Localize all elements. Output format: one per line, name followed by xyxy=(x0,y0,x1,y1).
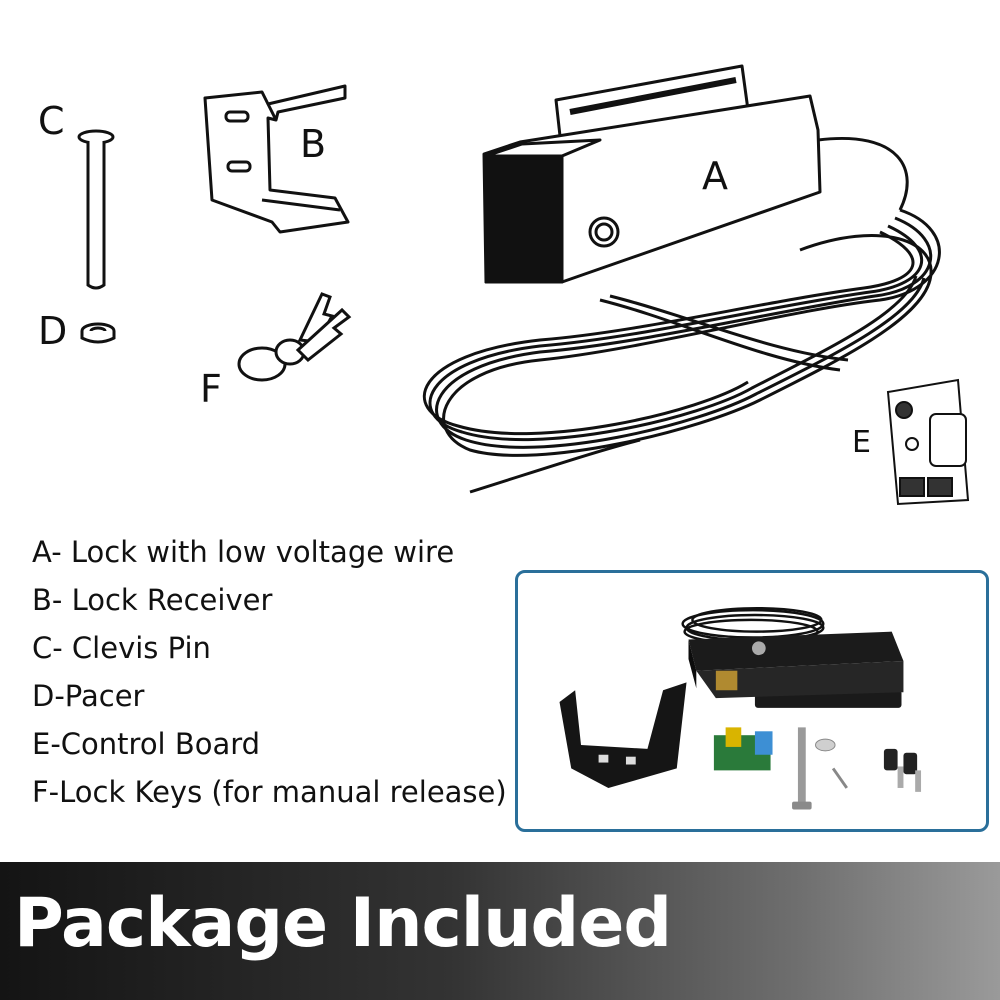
pacer-drawing xyxy=(80,322,116,344)
photo-lock xyxy=(688,631,904,708)
lock-receiver-drawing xyxy=(203,84,350,234)
product-photo-frame xyxy=(515,570,989,832)
part-label-f: F xyxy=(200,367,222,411)
legend-item: C- Clevis Pin xyxy=(32,631,211,665)
title-banner: Package Included xyxy=(0,862,1000,1000)
product-photo xyxy=(559,606,922,810)
photo-board xyxy=(713,727,773,771)
clevis-pin-drawing xyxy=(77,129,115,290)
legend-item: E-Control Board xyxy=(32,727,261,761)
part-label-a: A xyxy=(702,154,728,198)
parts-diagram xyxy=(77,64,970,506)
legend-item: B- Lock Receiver xyxy=(32,583,273,617)
lock-keys-drawing xyxy=(237,292,352,382)
photo-receiver xyxy=(559,682,687,788)
legend-item: F-Lock Keys (for manual release) xyxy=(32,775,507,809)
part-label-c: C xyxy=(38,99,65,143)
photo-keys xyxy=(883,748,922,792)
legend-item: D-Pacer xyxy=(32,679,145,713)
part-label-d: D xyxy=(38,309,68,353)
low-voltage-wire-drawing xyxy=(422,137,941,494)
parts-legend: A- Lock with low voltage wire B- Lock Re… xyxy=(32,530,507,818)
part-label-b: B xyxy=(300,122,327,166)
legend-item: A- Lock with low voltage wire xyxy=(32,535,455,569)
banner-title: Package Included xyxy=(14,884,672,963)
part-label-e: E xyxy=(852,425,871,460)
lock-body-drawing xyxy=(482,64,822,284)
control-board-drawing xyxy=(886,378,970,506)
photo-pin xyxy=(792,727,848,810)
